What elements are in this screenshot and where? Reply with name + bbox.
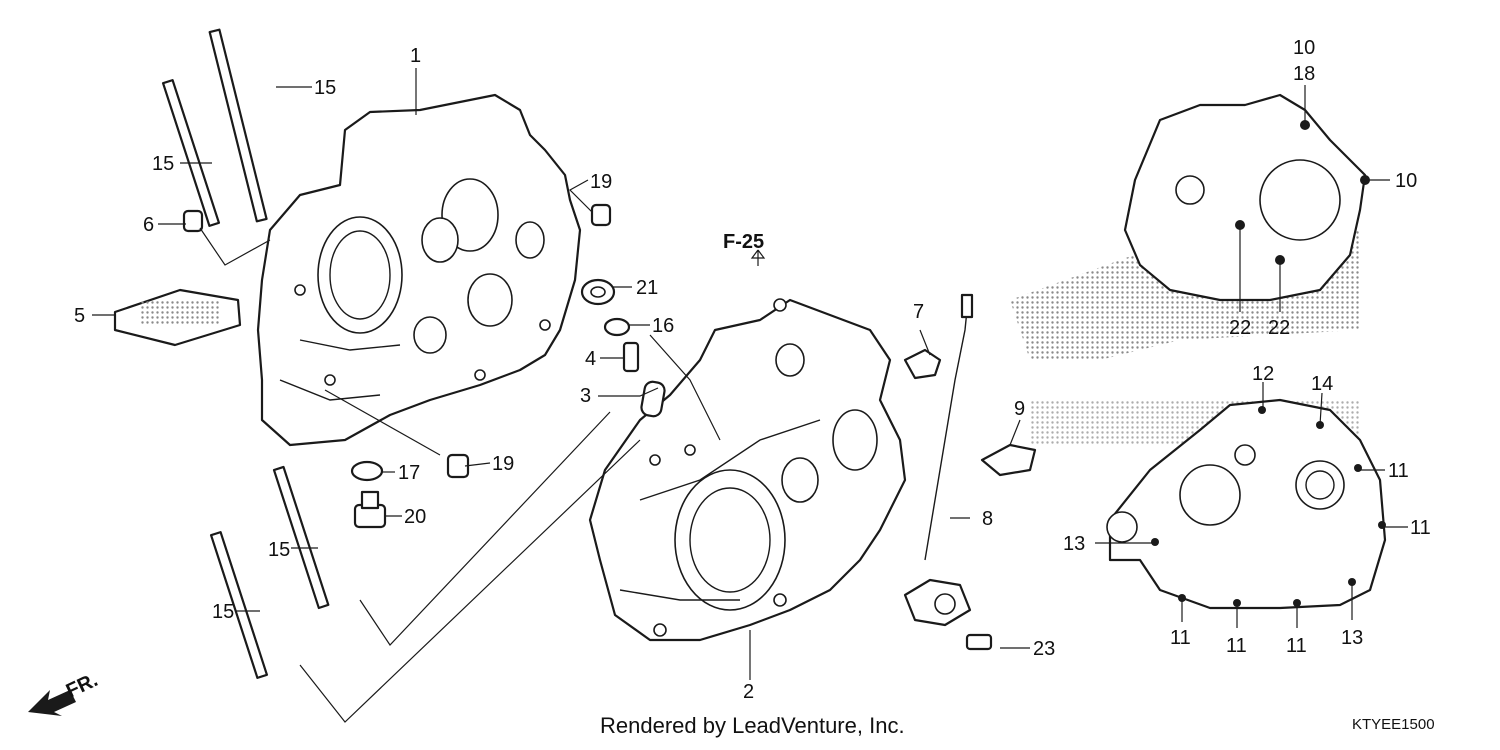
callout-22-left: 22 xyxy=(1229,317,1251,339)
callout-13-right: 13 xyxy=(1341,627,1363,649)
diagram-code: KTYEE1500 xyxy=(1352,716,1435,733)
callout-14: 14 xyxy=(1311,373,1333,395)
stud-bolts[interactable] xyxy=(161,28,330,679)
callout-15-left: 15 xyxy=(152,153,174,175)
callout-16: 16 xyxy=(652,315,674,337)
callout-3: 3 xyxy=(580,385,591,407)
footer-credit: Rendered by LeadVenture, Inc. xyxy=(600,713,905,738)
callout-8: 8 xyxy=(982,508,993,530)
callout-15-top: 15 xyxy=(314,77,336,99)
callout-2: 2 xyxy=(743,681,754,703)
callout-12: 12 xyxy=(1252,363,1274,385)
callout-5: 5 xyxy=(74,305,85,327)
callout-22-right: 22 xyxy=(1268,317,1290,339)
reference-f25[interactable]: F-25 xyxy=(723,231,764,253)
callout-17: 17 xyxy=(398,462,420,484)
callout-1: 1 xyxy=(410,45,421,67)
callout-10-top: 10 xyxy=(1293,37,1315,59)
front-direction-arrow: FR. xyxy=(28,669,101,716)
callout-18: 18 xyxy=(1293,63,1315,85)
callout-15-bottom: 15 xyxy=(212,601,234,623)
callout-10-right: 10 xyxy=(1395,170,1417,192)
callout-19-bottom: 19 xyxy=(492,453,514,475)
callout-labels: 1 15 15 6 5 19 21 16 4 3 17 19 20 15 15 … xyxy=(74,37,1431,703)
callout-6: 6 xyxy=(143,214,154,236)
callout-9: 9 xyxy=(1014,398,1025,420)
callout-13-left: 13 xyxy=(1063,533,1085,555)
callout-20: 20 xyxy=(404,506,426,528)
callout-21: 21 xyxy=(636,277,658,299)
small-parts[interactable] xyxy=(113,203,1037,651)
callout-23: 23 xyxy=(1033,638,1055,660)
callout-11-bottom-1: 11 xyxy=(1170,627,1191,649)
callout-11-right: 11 xyxy=(1410,517,1431,539)
callout-4: 4 xyxy=(585,348,596,370)
left-crankcase-half[interactable] xyxy=(256,93,582,447)
callout-11-right-top: 11 xyxy=(1388,460,1409,482)
right-crankcase-half[interactable] xyxy=(588,298,907,642)
callout-11-bottom-2: 11 xyxy=(1226,635,1247,657)
leader-lines xyxy=(92,68,1408,723)
callout-7: 7 xyxy=(913,301,924,323)
upper-right-cover[interactable] xyxy=(1123,93,1370,302)
callout-15-mid: 15 xyxy=(268,539,290,561)
callout-19-top: 19 xyxy=(590,171,612,193)
lower-right-cover[interactable] xyxy=(1106,398,1387,610)
callout-11-bottom-3: 11 xyxy=(1286,635,1307,657)
